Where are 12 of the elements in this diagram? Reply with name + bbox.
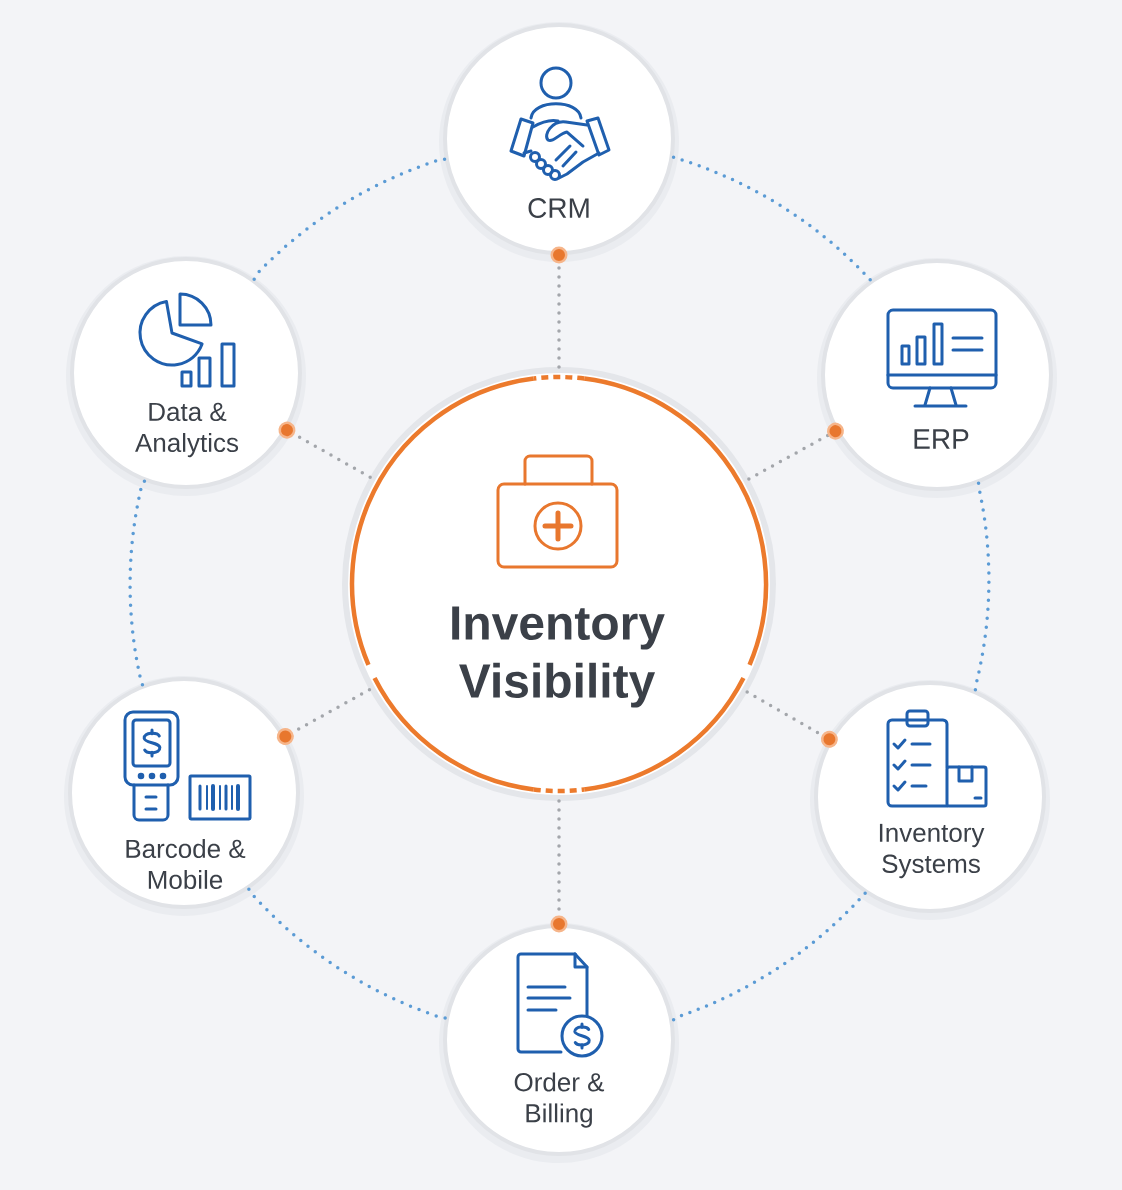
dotted-arc — [671, 891, 867, 1022]
dotted-connector — [550, 246, 568, 369]
dotted-connector — [747, 422, 844, 481]
dotted-arc — [671, 155, 873, 282]
dotted-arc — [247, 887, 447, 1020]
dotted-arc — [252, 157, 447, 281]
dotted-connector — [550, 799, 568, 933]
dotted-connector — [278, 421, 372, 479]
dotted-connector — [745, 690, 838, 748]
dotted-arc — [128, 479, 147, 687]
dotted-connector — [276, 687, 372, 746]
dotted-arc — [973, 481, 991, 692]
